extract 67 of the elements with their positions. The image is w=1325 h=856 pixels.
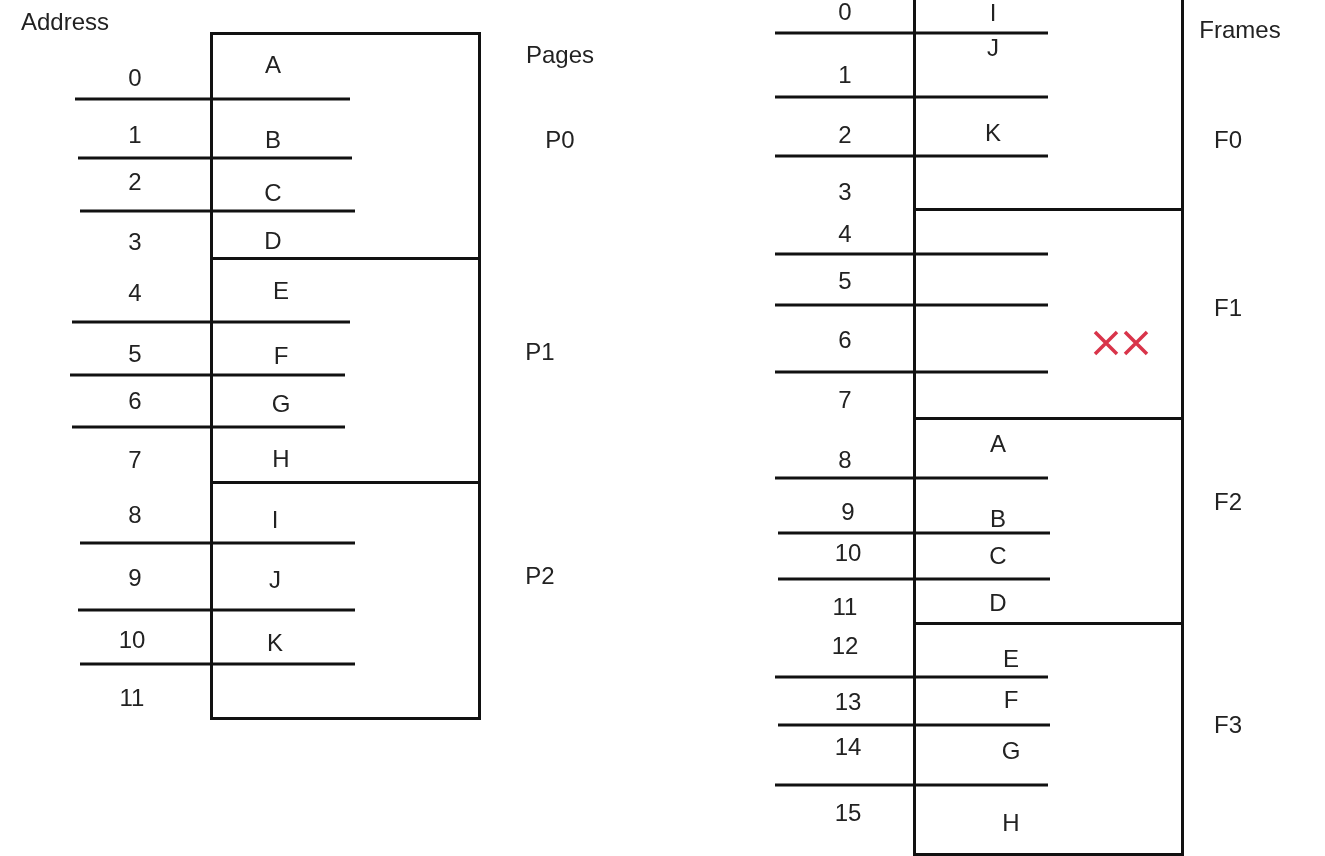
memory-cell-letter: E — [273, 277, 289, 305]
frame-label: F0 — [1214, 126, 1242, 154]
address-number: 14 — [834, 733, 862, 761]
memory-cell-letter: K — [267, 629, 283, 657]
address-number: 11 — [119, 684, 145, 712]
memory-cell-letter: F — [273, 342, 289, 370]
memory-cell-letter: C — [264, 179, 282, 207]
frame-box — [913, 417, 1184, 625]
address-number: 7 — [838, 386, 852, 414]
address-number: 9 — [841, 498, 855, 526]
address-number: 15 — [834, 799, 862, 827]
address-number: 4 — [838, 220, 852, 248]
memory-cell-letter: H — [1002, 809, 1020, 837]
frame-box — [913, 208, 1184, 420]
frame-label: F1 — [1214, 294, 1242, 322]
address-number: 9 — [128, 564, 142, 592]
address-number: 6 — [128, 387, 142, 415]
address-number: 1 — [128, 121, 142, 149]
page-label: P2 — [525, 562, 555, 590]
address-number: 12 — [831, 632, 859, 660]
address-number: 8 — [128, 501, 142, 529]
address-number: 4 — [128, 279, 142, 307]
address-number: 13 — [834, 688, 862, 716]
frame-box — [913, 0, 1184, 211]
address-number: 2 — [838, 121, 852, 149]
page-box — [210, 32, 481, 260]
memory-cell-letter: B — [265, 126, 281, 154]
memory-cell-letter: C — [989, 542, 1007, 570]
memory-cell-letter: A — [990, 430, 1006, 458]
address-number: 5 — [838, 267, 852, 295]
address-number: 10 — [118, 626, 146, 654]
memory-cell-letter: K — [985, 119, 1001, 147]
memory-cell-letter: F — [1003, 686, 1019, 714]
page-box — [210, 257, 481, 484]
frame-label: F3 — [1214, 711, 1242, 739]
memory-cell-letter: H — [272, 445, 290, 473]
memory-cell-letter: D — [989, 589, 1007, 617]
address-number: 2 — [128, 168, 142, 196]
address-number: 3 — [838, 178, 852, 206]
address-number: 8 — [838, 446, 852, 474]
address-number: 0 — [838, 0, 852, 26]
memory-cell-letter: D — [264, 227, 282, 255]
memory-cell-letter: J — [269, 566, 281, 594]
column-heading: Address — [21, 8, 109, 36]
memory-cell-letter: J — [987, 34, 999, 62]
frame-label: F2 — [1214, 488, 1242, 516]
address-number: 6 — [838, 326, 852, 354]
memory-cell-letter: I — [271, 506, 279, 534]
column-heading: Pages — [525, 41, 595, 69]
address-number: 11 — [832, 593, 858, 621]
memory-cell-letter: I — [989, 0, 997, 27]
address-number: 7 — [128, 446, 142, 474]
address-number: 0 — [128, 64, 142, 92]
frame-box — [913, 622, 1184, 856]
memory-cell-letter: G — [1001, 737, 1021, 765]
address-number: 1 — [838, 61, 852, 89]
address-number: 5 — [128, 340, 142, 368]
column-heading: Frames — [1199, 16, 1281, 44]
address-number: 3 — [128, 228, 142, 256]
page-label: P1 — [525, 338, 555, 366]
memory-cell-letter: G — [271, 390, 291, 418]
page-label: P0 — [545, 126, 575, 154]
page-box — [210, 481, 481, 720]
address-number: 10 — [834, 539, 862, 567]
memory-cell-letter: A — [265, 51, 281, 79]
memory-cell-letter: B — [990, 505, 1006, 533]
memory-cell-letter: E — [1003, 645, 1019, 673]
